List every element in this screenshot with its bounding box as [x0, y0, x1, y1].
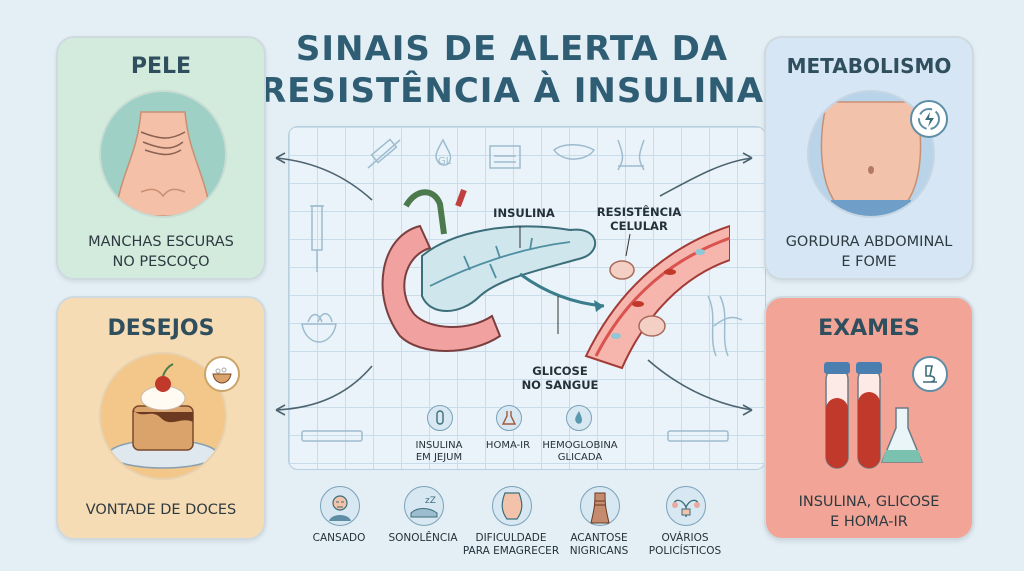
title-line-2: RESISTÊNCIA À INSULINA [259, 71, 765, 111]
symptom-sonolencia: SONOLÊNCIA [388, 532, 458, 544]
duodenum [381, 224, 502, 352]
vessel-branch-icon [707, 295, 743, 357]
small-waist-icon [617, 139, 645, 171]
test-label-homa: HOMA-IR [485, 440, 531, 451]
neck-skin-icon [580, 486, 620, 526]
arrow-to-metabolismo [659, 157, 753, 197]
svg-text:GL: GL [438, 156, 452, 167]
drop-icon [435, 138, 452, 166]
test-tube-icon [427, 405, 453, 431]
arrow-to-pele [275, 157, 373, 201]
card-desejos-title: DESEJOS [107, 316, 215, 341]
page-title: SINAIS DE ALERTA DA RESISTÊNCIA À INSULI… [250, 28, 774, 112]
title-line-1: SINAIS DE ALERTA DA [295, 29, 729, 69]
sleep-icon: zZ [404, 486, 444, 526]
background-icons: GL [301, 138, 743, 442]
test-strip-left [301, 430, 363, 442]
arrow-to-exames [647, 359, 753, 411]
small-pancreas-icon [552, 144, 596, 160]
pancreas-illustration [381, 188, 730, 370]
tired-face-icon [320, 486, 360, 526]
card-metabolismo-title: METABOLISMO [786, 54, 952, 78]
test-tubes-illustration [824, 362, 924, 469]
blood-drop-icon [566, 405, 592, 431]
arrow-to-desejos [275, 365, 373, 411]
symptom-cansado: CANSADO [312, 532, 366, 544]
neck-illustration [99, 90, 227, 218]
cell [638, 315, 666, 337]
card-pele-title: PELE [130, 54, 192, 79]
pancreas [421, 225, 597, 312]
microscope-icon [912, 356, 948, 392]
card-desejos-text: VONTADE DE DOCES [85, 502, 237, 518]
food-bowl-icon [301, 313, 337, 343]
waist-icon [492, 486, 532, 526]
label-insulina: INSULINA [493, 206, 555, 220]
test-strip-right [667, 430, 729, 442]
ovaries-icon [666, 486, 706, 526]
svg-text:zZ: zZ [425, 496, 436, 506]
card-exames-title: EXAMES [818, 316, 920, 341]
skin-icon [489, 145, 521, 169]
left-syringe-icon [310, 205, 324, 272]
flask-icon [496, 405, 522, 431]
sugar-bowl-icon [204, 356, 240, 392]
card-desejos: DESEJOS VONTADE DE DOCES [56, 296, 266, 540]
cell [609, 260, 635, 280]
central-diagram-panel [288, 126, 766, 470]
energy-cycle-icon [910, 100, 948, 138]
syringe-icon [367, 138, 401, 169]
